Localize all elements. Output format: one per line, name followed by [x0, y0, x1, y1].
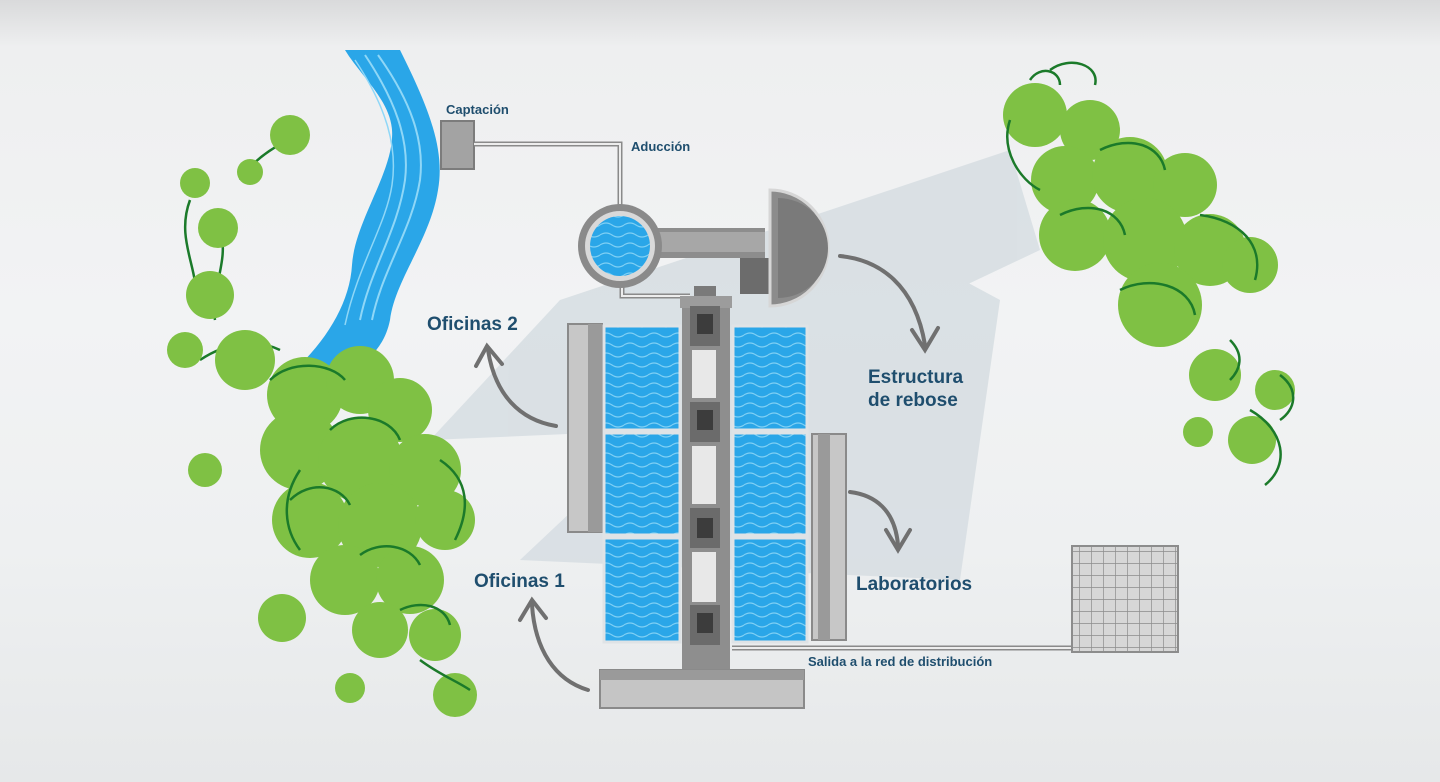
- label-laboratorios: Laboratorios: [856, 574, 972, 595]
- right-foliage: [1003, 61, 1295, 486]
- intake-structure: [440, 120, 623, 212]
- label-de-rebose: de rebose: [868, 390, 958, 411]
- filter-tanks: [567, 286, 847, 709]
- label-aduccion: Aducción: [631, 139, 690, 154]
- label-captacion: Captación: [446, 102, 509, 117]
- flow-arrows: [474, 254, 940, 692]
- river: [300, 50, 440, 372]
- label-estructura: Estructura: [868, 367, 963, 388]
- left-foliage: [167, 115, 477, 717]
- label-oficinas-1: Oficinas 1: [474, 571, 565, 592]
- label-salida: Salida a la red de distribución: [808, 654, 992, 669]
- distribution-network: [732, 545, 1179, 653]
- label-oficinas-2: Oficinas 2: [427, 314, 518, 335]
- treatment-tank: [578, 188, 830, 308]
